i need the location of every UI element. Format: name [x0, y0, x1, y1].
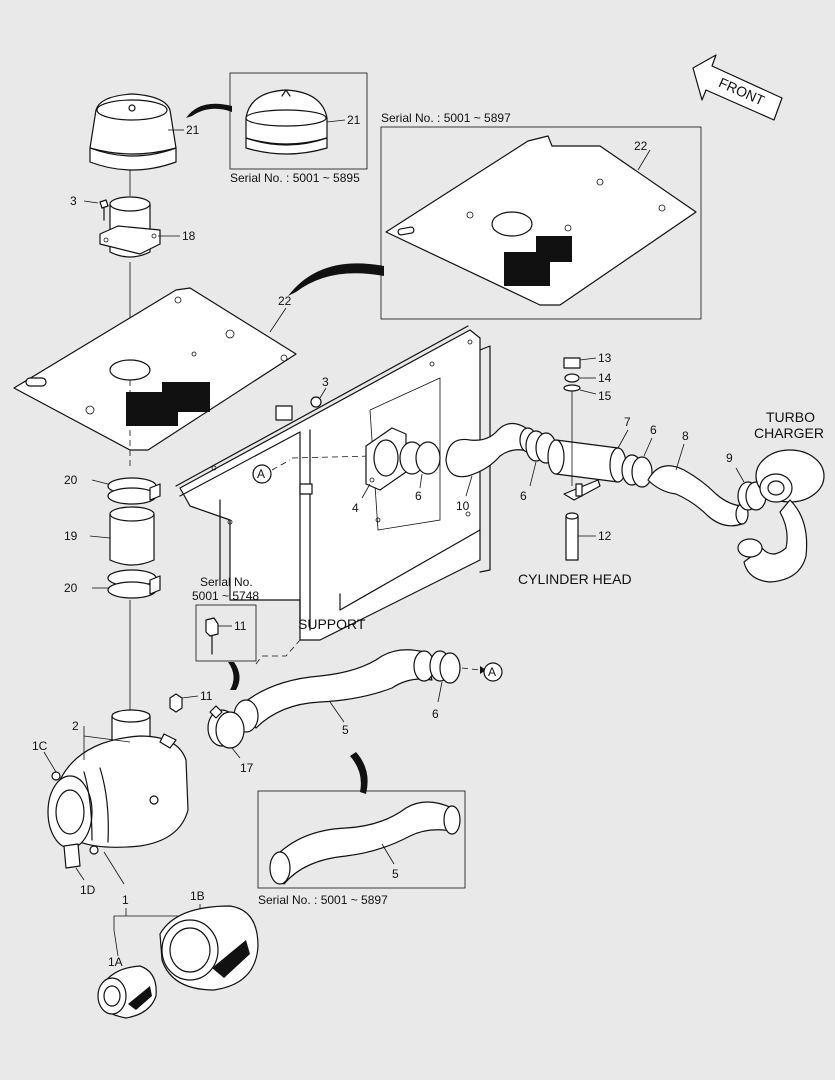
marker-a-label-2: A: [488, 665, 496, 679]
callout-1D: 1D: [80, 883, 96, 897]
callout-10: 10: [456, 499, 470, 513]
serial-5897-top: Serial No. : 5001 ~ 5897: [381, 111, 511, 125]
inset-pointer-5: [350, 752, 368, 794]
clamp-17: 17: [207, 705, 254, 775]
callout-11: 11: [200, 689, 213, 703]
inset-pointer-22: [288, 263, 384, 296]
callout-1B: 1B: [190, 889, 205, 903]
callout-19: 19: [64, 529, 78, 543]
filter-elements: 1 1B 1A: [97, 889, 259, 1019]
clamp-6-d: 6: [429, 650, 461, 721]
fitting-11: 11: [169, 689, 213, 713]
callout-7: 7: [624, 415, 631, 429]
callout-1: 1: [122, 893, 129, 907]
cap-21: 21: [89, 93, 200, 171]
callout-22-inset: 22: [634, 139, 648, 153]
callout-20-bottom: 20: [64, 581, 78, 595]
callout-3-top: 3: [70, 194, 77, 208]
callout-4: 4: [352, 501, 359, 515]
callout-13: 13: [598, 351, 612, 365]
clamp-6-a: 6: [399, 441, 441, 503]
serial-5748-line1: Serial No.: [200, 575, 253, 589]
callout-3-mid: 3: [322, 375, 329, 389]
callout-18: 18: [182, 229, 196, 243]
callout-8: 8: [682, 429, 689, 443]
adapter-18: 18 3: [70, 194, 196, 258]
tube-7: 7: [547, 415, 631, 483]
callout-20-top: 20: [64, 473, 78, 487]
serial-5895: Serial No. : 5001 ~ 5895: [230, 171, 360, 185]
flange-4: 4: [352, 427, 407, 515]
marker-a-left: A: [252, 455, 373, 484]
callout-17: 17: [240, 761, 254, 775]
sleeve-19: 19: [64, 506, 155, 566]
support-label: SUPPORT: [298, 616, 366, 632]
callout-5: 5: [342, 723, 349, 737]
callout-6-c: 6: [650, 423, 657, 437]
inset-hose-5: 5 Serial No. : 5001 ~ 5897: [257, 790, 466, 907]
bolt-3-mid: 3: [310, 375, 329, 408]
hose-5: 5: [233, 649, 435, 737]
bracket-studs: 12 13 14 15: [563, 351, 612, 561]
clamp-20-bottom: 20: [64, 569, 161, 599]
turbocharger: TURBO CHARGER: [737, 409, 825, 583]
clamp-20-top: 20: [64, 473, 161, 505]
callout-6-d: 6: [432, 707, 439, 721]
cylinder-head-label: CYLINDER HEAD: [518, 571, 632, 587]
turbo-label-1: TURBO: [766, 409, 815, 425]
serial-5897-bottom: Serial No. : 5001 ~ 5897: [258, 893, 388, 907]
hose-8: 8: [647, 429, 749, 527]
marker-a-label-1: A: [257, 467, 265, 481]
callout-6-a: 6: [415, 489, 422, 503]
callout-12: 12: [598, 529, 612, 543]
clamp-6-b: 6: [520, 430, 557, 503]
inset-plate-22: Serial No. : 5001 ~ 5897 22: [380, 111, 702, 320]
callout-5-inset: 5: [392, 867, 399, 881]
plate-22: 22: [13, 287, 297, 451]
inset-pointer-21: [186, 103, 232, 118]
callout-2: 2: [72, 719, 79, 733]
callout-22-main: 22: [278, 294, 292, 308]
inset-part-11: Serial No. 5001 ~ 5748 11: [192, 575, 259, 662]
callout-1A: 1A: [108, 955, 123, 969]
callout-9: 9: [726, 451, 733, 465]
callout-11-inset: 11: [234, 619, 247, 633]
marker-a-right: A: [461, 662, 503, 682]
clamp-6-c: 6: [621, 423, 657, 488]
inset-cap-21: 21 Serial No. : 5001 ~ 5895: [229, 72, 368, 185]
front-arrow: FRONT: [692, 54, 783, 121]
serial-5748-line2: 5001 ~ 5748: [192, 589, 259, 603]
callout-1C: 1C: [32, 739, 48, 753]
air-cleaner-2: 2 1C 1D: [32, 709, 189, 897]
callout-6-b: 6: [520, 489, 527, 503]
inset-pointer-11: [228, 662, 240, 690]
turbo-label-2: CHARGER: [754, 425, 824, 441]
callout-21-inset: 21: [347, 113, 361, 127]
callout-14: 14: [598, 371, 612, 385]
guide-line-support: [255, 639, 301, 665]
callout-21-top: 21: [186, 123, 200, 137]
callout-15: 15: [598, 389, 612, 403]
